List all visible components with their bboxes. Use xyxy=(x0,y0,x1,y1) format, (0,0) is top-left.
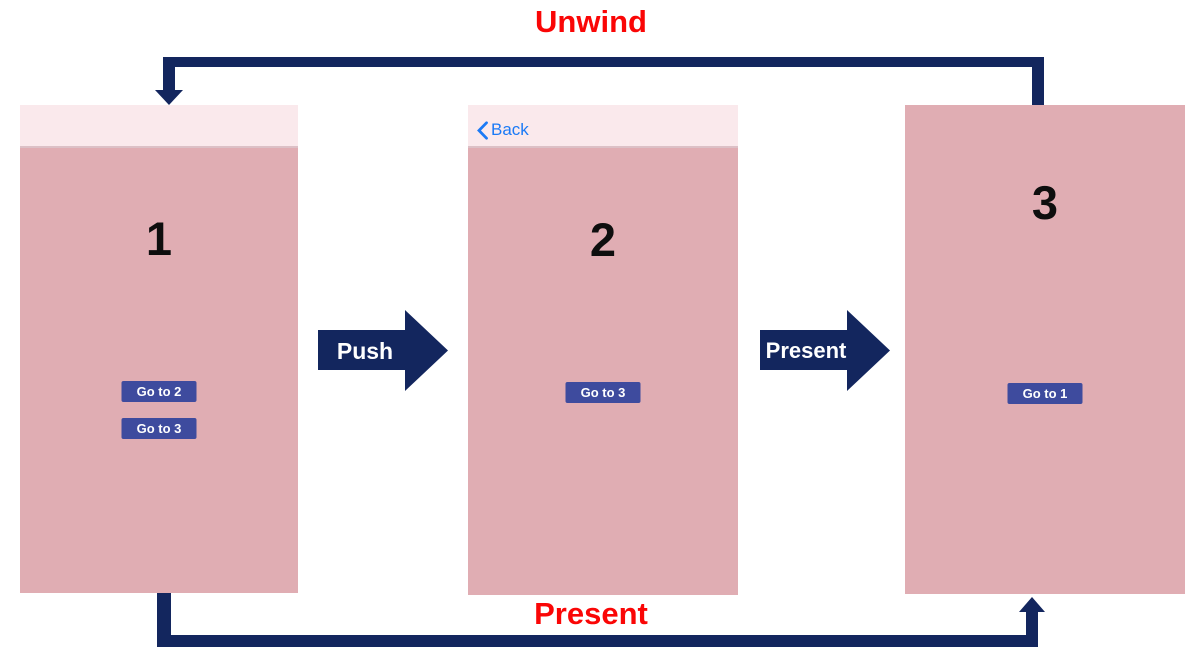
push-arrow-shape xyxy=(318,310,448,391)
screen-2-navbar: Back xyxy=(468,105,738,148)
present-arrow-shape xyxy=(760,310,890,391)
screen-3-go-to-1-button[interactable]: Go to 1 xyxy=(1007,383,1083,404)
screen-1-number: 1 xyxy=(145,212,173,265)
back-button-label: Back xyxy=(491,120,529,139)
present-connector-horizontal xyxy=(157,635,1037,647)
unwind-connector-right-vertical xyxy=(1032,57,1044,105)
present-connector-right-vertical xyxy=(1026,610,1038,647)
present-arrow: Present xyxy=(760,310,890,391)
screen-1-go-to-3-button[interactable]: Go to 3 xyxy=(121,418,197,439)
screen-2-go-to-3-button[interactable]: Go to 3 xyxy=(565,382,641,403)
present-arrow-label: Present xyxy=(766,338,847,363)
present-arrowhead-up-icon xyxy=(1019,597,1045,612)
screen-1-go-to-2-button[interactable]: Go to 2 xyxy=(121,381,197,402)
unwind-arrowhead-down-icon xyxy=(155,90,183,105)
present-connector-left-vertical xyxy=(157,593,171,647)
screen-3: 3 Go to 1 xyxy=(905,105,1185,594)
screen-2: Back 2 Go to 3 xyxy=(468,105,738,595)
unwind-label: Unwind xyxy=(535,4,647,39)
push-arrow: Push xyxy=(318,310,448,391)
screen-1-navbar xyxy=(20,105,298,148)
screen-2-number: 2 xyxy=(589,213,617,266)
back-button[interactable]: Back xyxy=(477,120,529,140)
present-bottom-label: Present xyxy=(534,596,648,631)
push-arrow-label: Push xyxy=(337,338,393,364)
back-chevron-icon xyxy=(477,120,488,140)
unwind-connector-horizontal xyxy=(163,57,1044,67)
unwind-connector-left-vertical xyxy=(163,57,175,92)
screen-3-number: 3 xyxy=(1031,176,1059,229)
screen-1: 1 Go to 2 Go to 3 xyxy=(20,105,298,593)
